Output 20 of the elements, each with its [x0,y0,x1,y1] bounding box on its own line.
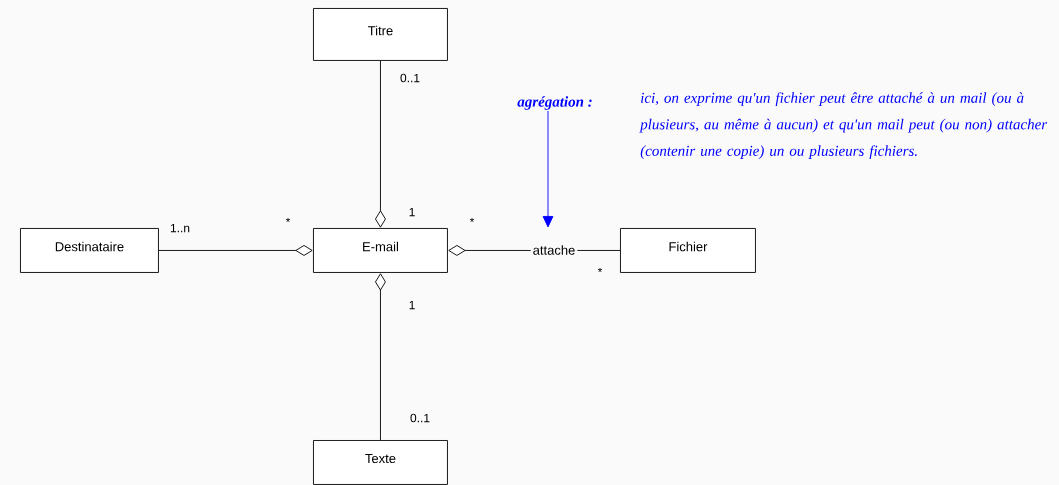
multiplicity: 0..1 [400,73,420,83]
multiplicity: 1 [409,207,415,217]
multiplicity: * [285,217,291,223]
multiplicity: 1 [409,300,415,310]
multiplicity: 0..1 [410,413,430,423]
class-box: Texte [313,440,448,485]
aggregation-line [375,60,386,228]
class-box: E-mail [313,228,448,273]
class-box: Fichier [620,228,756,273]
multiplicity: * [597,267,603,273]
multiplicity: * [469,217,475,223]
multiplicity: 1..n [170,223,190,233]
note-text: ici, on exprime qu'un fichier peut être attaché à un mail (ou à plusieurs, au même à aucun) et qu'un mail peut (ou non) attacher (contenir une copie) un ou plusieurs fichiers. [639,92,1048,159]
note-heading: agrégation : [517,96,592,110]
aggregation-line [375,273,386,441]
arrow [542,110,554,228]
aggregation-line [158,245,313,256]
class-box: Titre [313,8,448,61]
edge-label: attache [530,243,578,257]
class-box: Destinataire [20,228,159,273]
